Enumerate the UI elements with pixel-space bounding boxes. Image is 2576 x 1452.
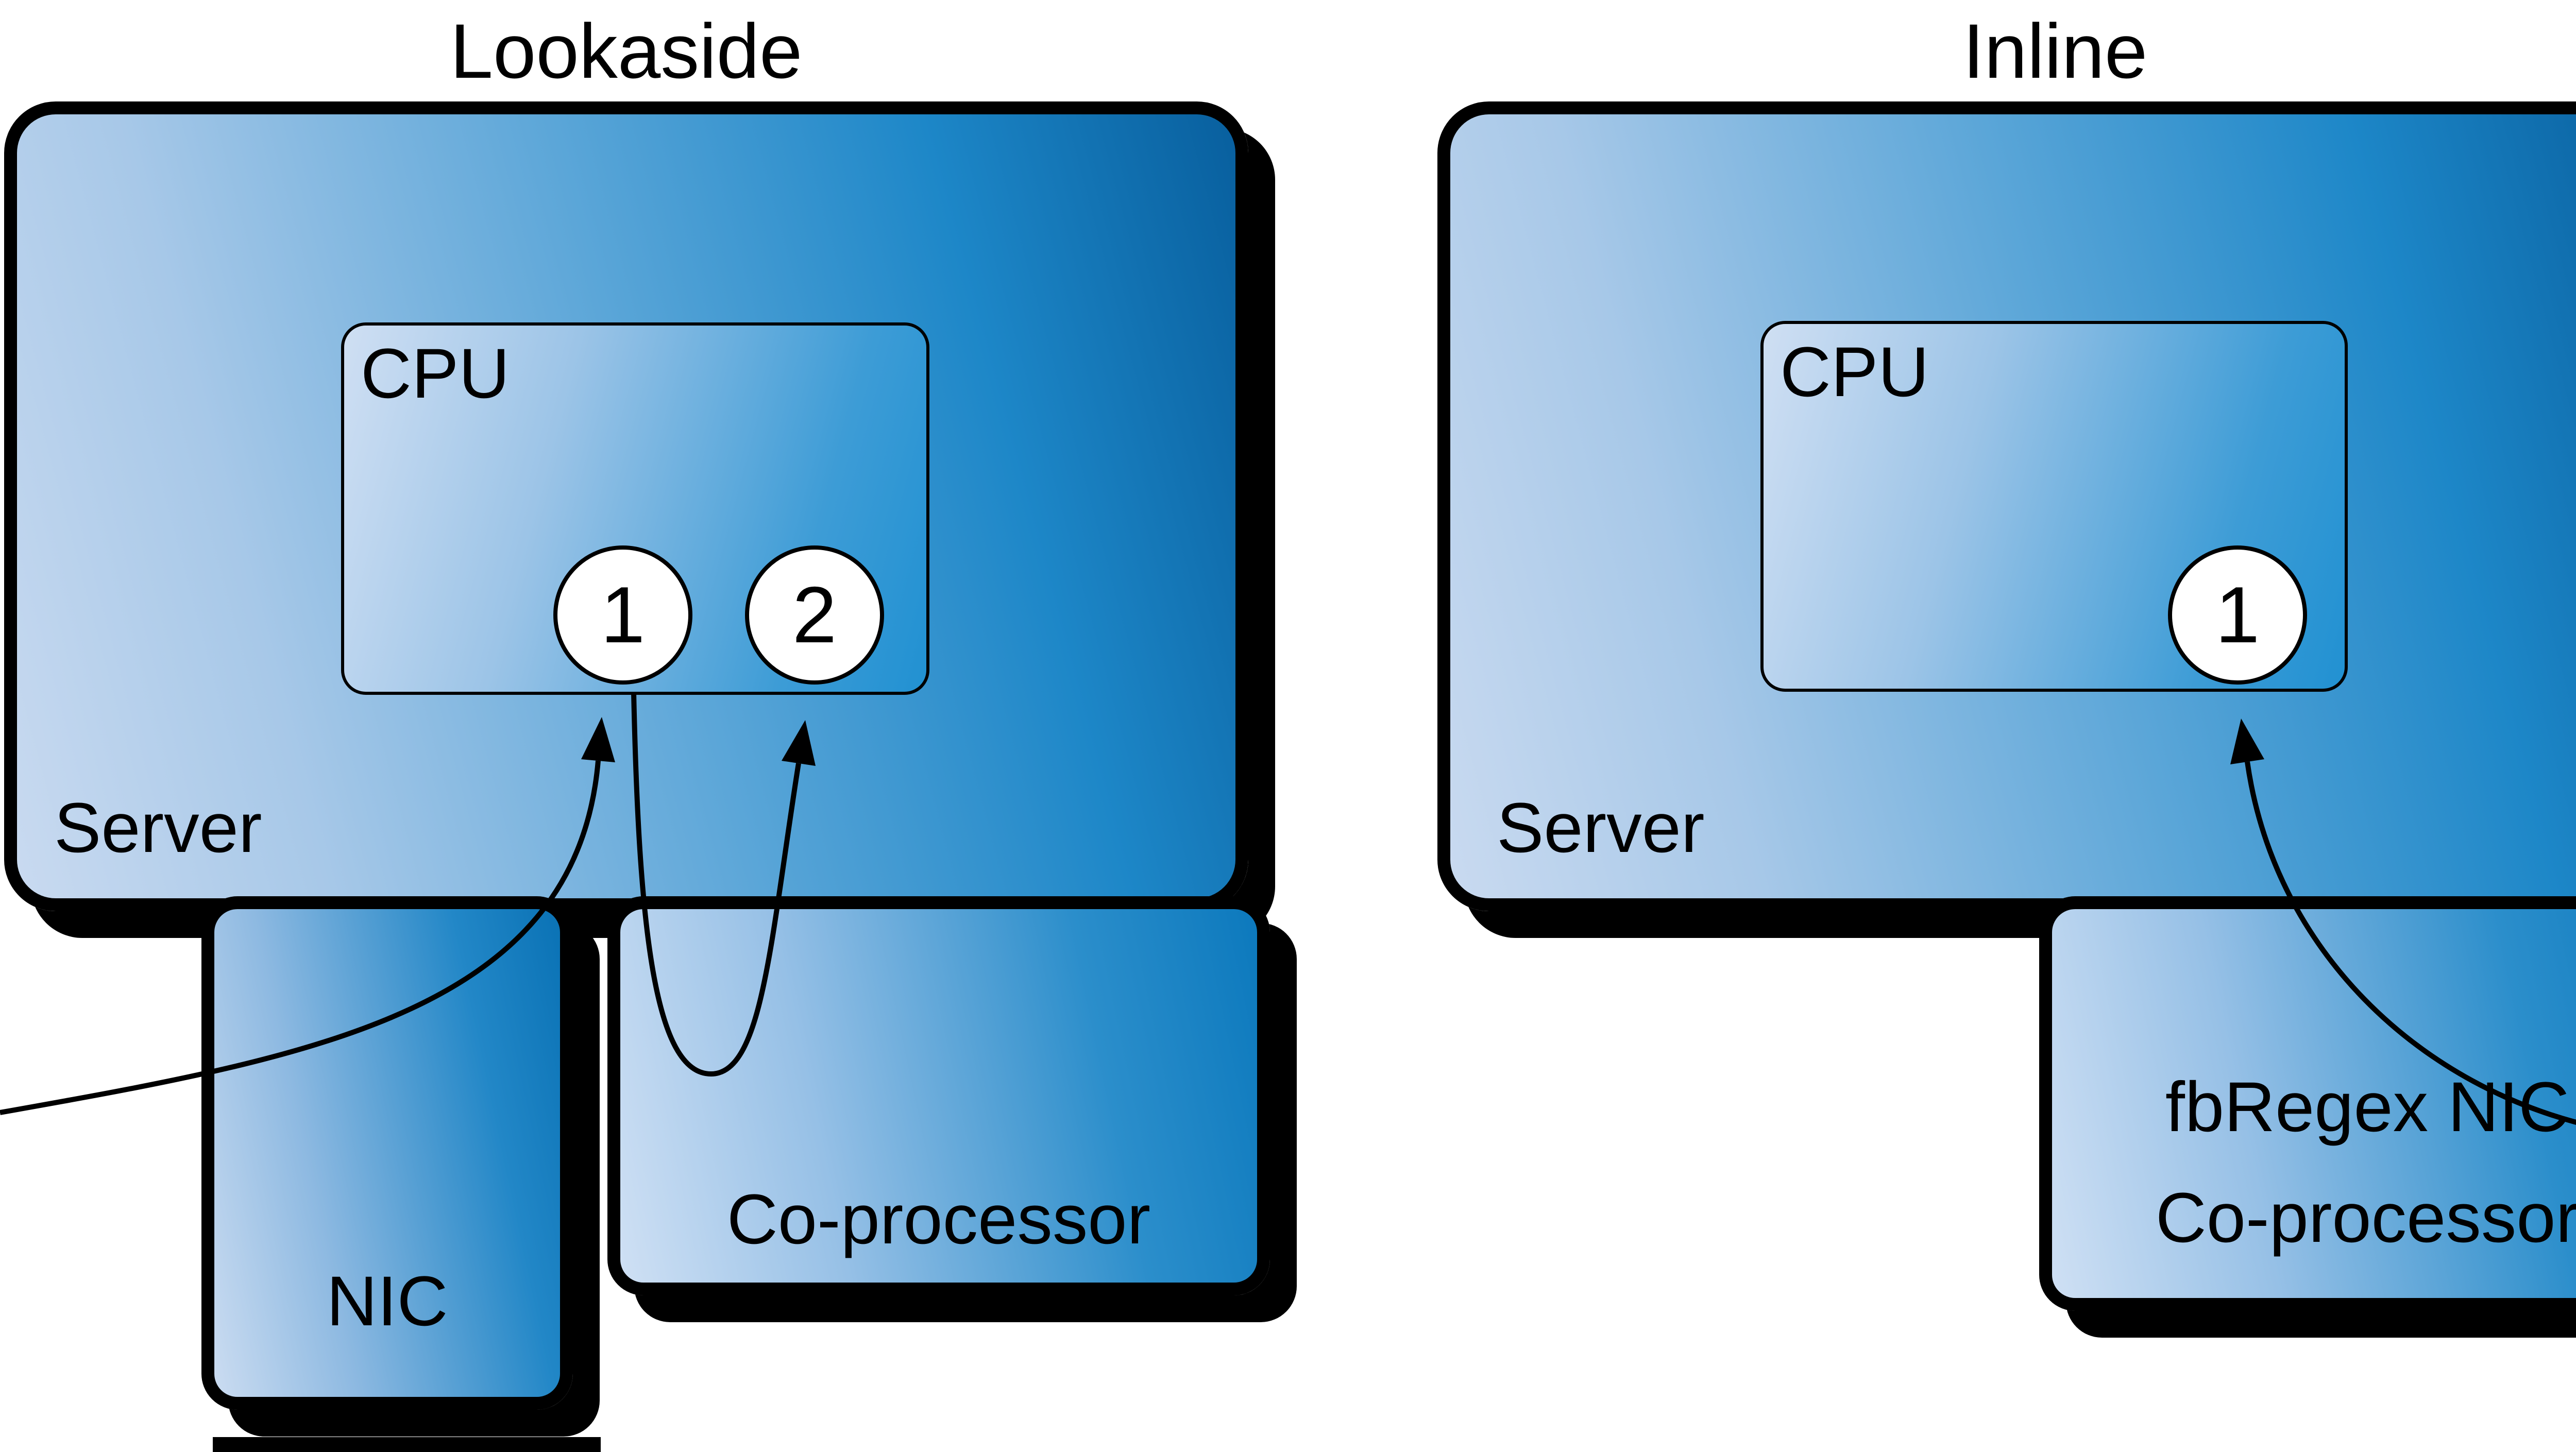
inline-box-label-line1: fbRegex NIC: [2165, 1068, 2570, 1147]
inline-box-label-line2: Co-processor: [2155, 1178, 2576, 1257]
step-marker-1-inline-number: 1: [2215, 570, 2260, 659]
inline-fbregex-nic-coprocessor-label: fbRegex NIC Co-processor: [2052, 1052, 2576, 1273]
inline-fbregex-nic-coprocessor-box: fbRegex NIC Co-processor: [2039, 896, 2576, 1311]
step-marker-2-lookaside-number: 2: [792, 570, 837, 659]
step-marker-1-inline: 1: [2168, 545, 2307, 685]
step-marker-1-lookaside-number: 1: [600, 570, 646, 659]
step-marker-1-lookaside: 1: [553, 545, 692, 685]
lookaside-cpu-label: CPU: [361, 334, 510, 413]
lookaside-coprocessor-box: Co-processor: [607, 896, 1270, 1295]
lookaside-nic-label: NIC: [326, 1262, 448, 1341]
lookaside-server-label: Server: [54, 789, 262, 867]
step-marker-2-lookaside: 2: [745, 545, 884, 685]
lookaside-coprocessor-label: Co-processor: [726, 1180, 1151, 1259]
lookaside-nic-box: NIC: [201, 896, 573, 1410]
inline-title: Inline: [1962, 8, 2148, 94]
clipped-shadow-bar: [213, 1437, 601, 1452]
lookaside-title: Lookaside: [450, 8, 803, 94]
inline-cpu-label: CPU: [1780, 333, 1929, 412]
inline-server-label: Server: [1497, 789, 1705, 867]
